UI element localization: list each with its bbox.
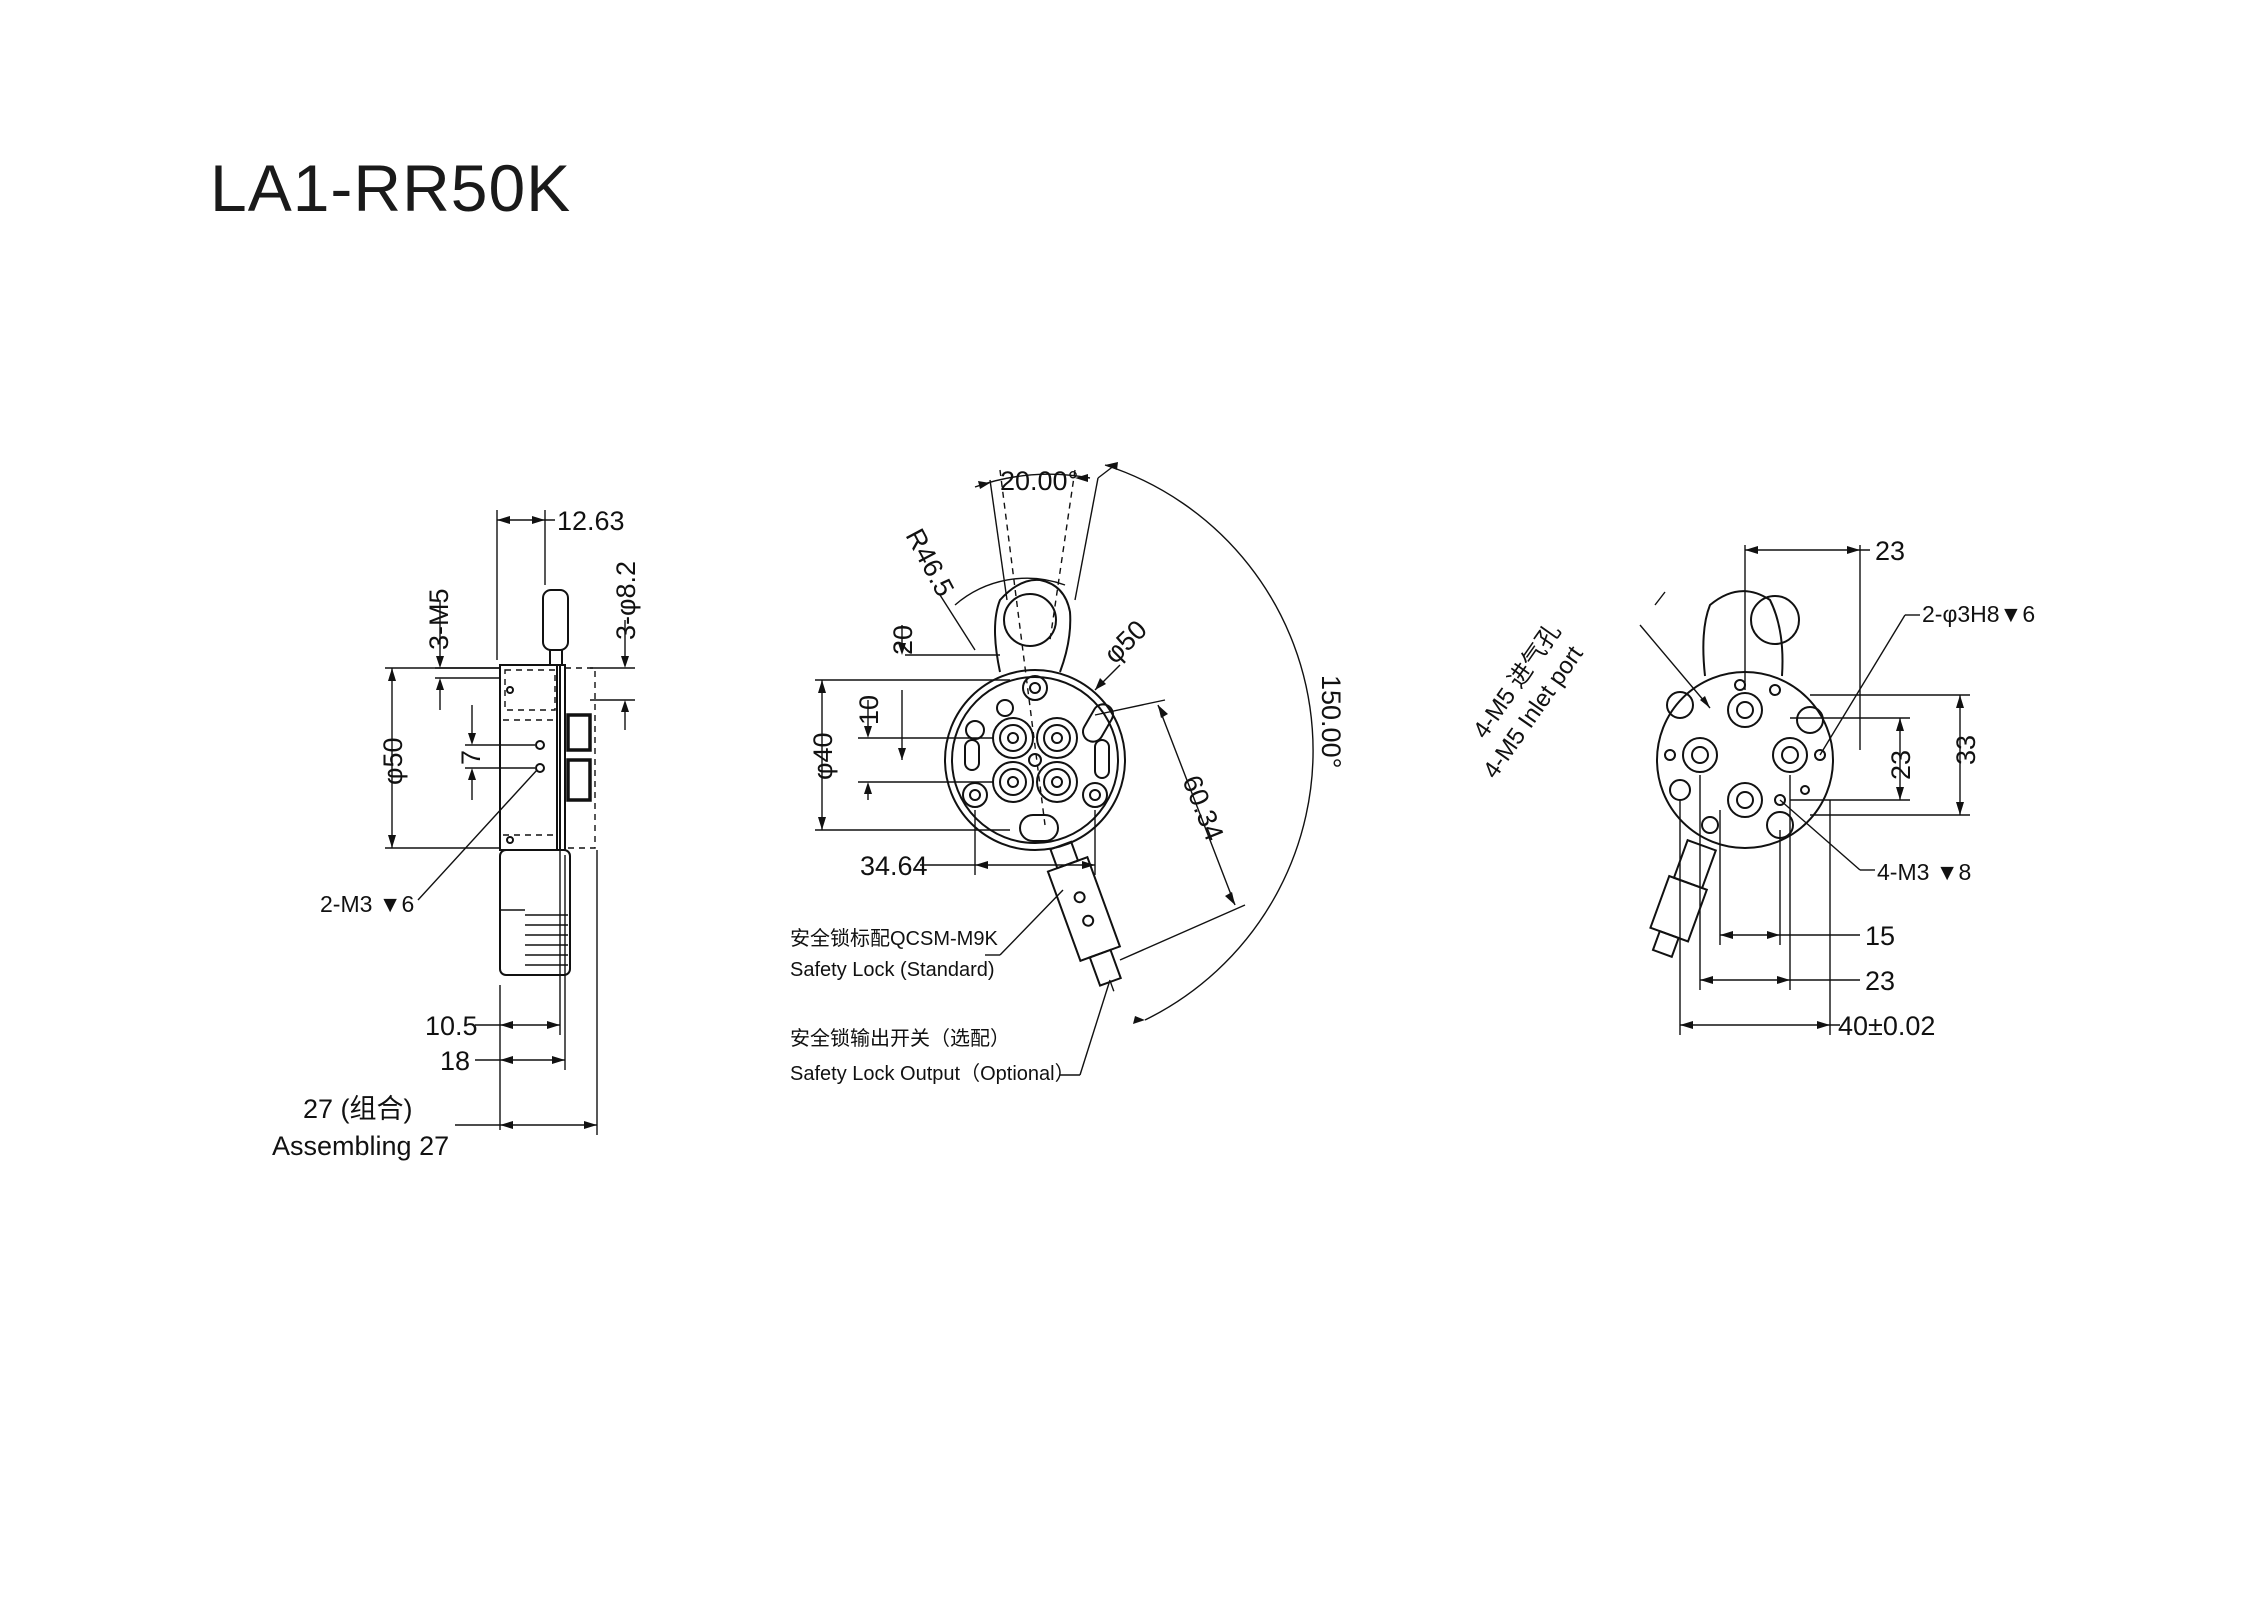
back-ports: [1682, 692, 1808, 818]
back-safety-lock: [1649, 838, 1718, 959]
dim-150-degrees: 150.00°: [1316, 675, 1346, 768]
side-connector-lower: [566, 758, 592, 802]
side-hole-2: [535, 763, 545, 773]
back-top-hole: [1750, 595, 1800, 645]
dim-18: 18: [440, 1046, 470, 1076]
front-safety-lock: [1046, 840, 1123, 992]
dim-60-34: 60.34: [1176, 771, 1229, 845]
dim-phi-50-front: φ50: [1098, 614, 1153, 669]
dim-20: 20: [888, 625, 918, 655]
dim-23-vertical: 23: [1886, 750, 1916, 780]
assembling-27: Assembling 27: [272, 1131, 449, 1161]
back-top-lobe: [1702, 590, 1784, 677]
dim-27: 27 (组合): [303, 1094, 413, 1124]
front-top-hole: [1003, 593, 1057, 647]
back-view: 23 2-φ3H8▼6 4-M5 进气孔 4-M5 Inlet port 23 …: [1468, 536, 2035, 1041]
side-top-tab: [542, 589, 569, 651]
front-top-lobe: [994, 578, 1072, 673]
dim-r46-5: R46.5: [900, 524, 960, 602]
dim-phi-40: φ40: [808, 732, 838, 780]
front-ports: [992, 717, 1078, 803]
side-connector-upper: [566, 713, 592, 752]
dim-3-phi-8-2: 3-φ8.2: [611, 561, 641, 640]
side-view: 12.63 3-M5 3-φ8.2 φ50 7 2: [272, 506, 641, 1161]
side-lock-housing: [499, 849, 571, 976]
dim-10-5: 10.5: [425, 1011, 478, 1041]
side-hole-1: [535, 740, 545, 750]
side-lock-ribs: [525, 914, 568, 966]
dim-34-64: 34.64: [860, 851, 928, 881]
lock-standard-en: Safety Lock (Standard): [790, 959, 995, 981]
dim-150-arc: [1104, 464, 1314, 1021]
dim-33: 33: [1951, 735, 1981, 765]
dim-2-m3: 2-M3 ▼6: [320, 891, 414, 917]
dim-phi-50-side: φ50: [378, 737, 408, 785]
dim-2-phi-3h8: 2-φ3H8▼6: [1922, 601, 2035, 627]
dim-23-top: 23: [1875, 536, 1905, 566]
dim-3-m5: 3-M5: [424, 588, 454, 650]
dim-12-63: 12.63: [557, 506, 625, 536]
front-disk-outer: [944, 669, 1126, 851]
front-lock-body: [1046, 855, 1122, 963]
dim-20-degrees: 20.00°: [1000, 466, 1078, 496]
front-view: 20.00° 150.00° R46.5 φ50 20 10: [790, 462, 1346, 1085]
lock-output-cn: 安全锁输出开关（选配）: [790, 1027, 1010, 1050]
lock-standard-cn: 安全锁标配QCSM-M9K: [790, 927, 998, 950]
dim-7: 7: [456, 750, 486, 765]
dim-15: 15: [1865, 921, 1895, 951]
dim-23-bottom: 23: [1865, 966, 1895, 996]
lock-output-en: Safety Lock Output（Optional）: [790, 1062, 1075, 1085]
dim-4-m3: 4-M3 ▼8: [1877, 859, 1971, 885]
drawing-title: LA1-RR50K: [210, 151, 572, 225]
dim-40-tolerance: 40±0.02: [1838, 1011, 1935, 1041]
dim-10: 10: [854, 695, 884, 725]
